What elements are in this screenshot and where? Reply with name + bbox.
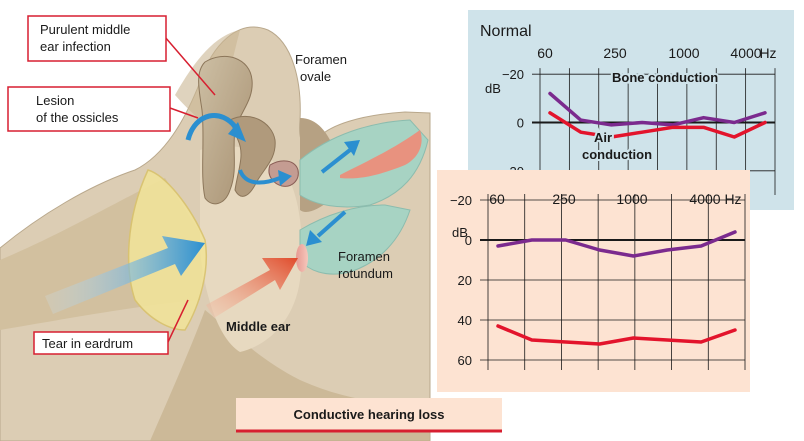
- chart0-series-label-1: Air: [594, 130, 612, 145]
- label-lesion-line2: of the ossicles: [36, 110, 119, 125]
- chart0-ytick-label: −20: [502, 67, 524, 82]
- chart1-x-unit: Hz: [724, 191, 741, 207]
- label-foramen-ovale-1: Foramen: [295, 52, 347, 67]
- chart0-xtick-label: 60: [537, 45, 553, 61]
- chart1-ytick-label: 60: [458, 353, 472, 368]
- label-tear: Tear in eardrum: [34, 332, 168, 354]
- footer-title: Conductive hearing loss: [294, 407, 445, 422]
- chart0-ytick-label: 0: [517, 116, 524, 131]
- chart1-xtick-label: 4000: [689, 191, 720, 207]
- label-purulent: Purulent middle ear infection: [28, 16, 166, 61]
- label-purulent-line1: Purulent middle: [40, 22, 130, 37]
- chart0-x-unit: Hz: [759, 45, 776, 61]
- label-purulent-line2: ear infection: [40, 39, 111, 54]
- chart1-ytick-label: 20: [458, 273, 472, 288]
- label-middle-ear: Middle ear: [226, 319, 290, 334]
- chart1-ytick-label: 40: [458, 313, 472, 328]
- chart0-xtick-label: 250: [603, 45, 627, 61]
- chart1-ytick-label: −20: [450, 193, 472, 208]
- chart0-xtick-label: 4000: [730, 45, 761, 61]
- chart1-ylabel: dB: [452, 225, 468, 240]
- label-foramen-rotundum-1: Foramen: [338, 249, 390, 264]
- label-lesion: Lesion of the ossicles: [8, 87, 170, 131]
- label-tear-text: Tear in eardrum: [42, 336, 133, 351]
- chart0-series-label-0: Bone conduction: [612, 70, 718, 85]
- chart1-xtick-label: 1000: [616, 191, 647, 207]
- chart1-xtick-label: 250: [552, 191, 576, 207]
- normal-chart-title: Normal: [480, 23, 532, 40]
- label-foramen-ovale-2: ovale: [300, 69, 331, 84]
- chart0-ylabel: dB: [485, 81, 501, 96]
- chart1-xtick-label: 60: [489, 191, 505, 207]
- chart0-series-label-1: conduction: [582, 147, 652, 162]
- footer-banner: Conductive hearing loss: [236, 398, 502, 432]
- label-foramen-rotundum-2: rotundum: [338, 266, 393, 281]
- label-lesion-line1: Lesion: [36, 93, 74, 108]
- chart0-xtick-label: 1000: [668, 45, 699, 61]
